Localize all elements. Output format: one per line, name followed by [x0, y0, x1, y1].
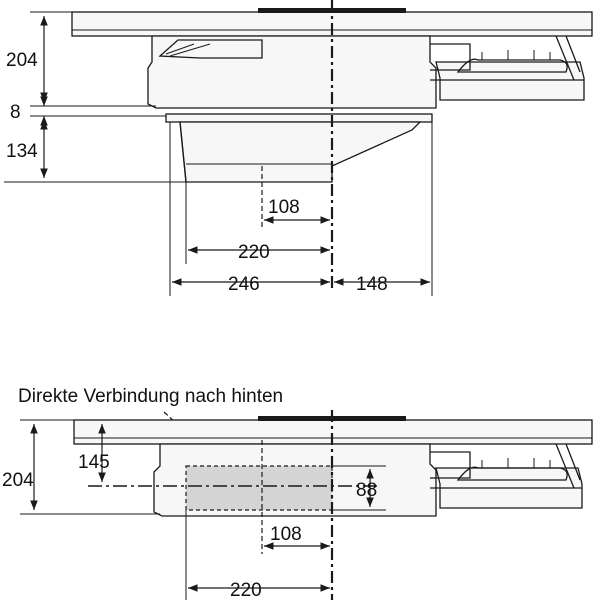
- top-view: 204 8 134 108 220 246 148: [4, 0, 593, 296]
- dim-220-label: 220: [238, 242, 270, 263]
- dim-220-label-2: 220: [230, 580, 262, 600]
- fan-housing: [147, 35, 437, 109]
- motor-box: [435, 61, 585, 101]
- duct-outlet: [179, 121, 422, 183]
- mounting-flange: [165, 113, 433, 123]
- dim-246-label: 246: [228, 274, 260, 295]
- motor-icon: [456, 58, 568, 73]
- dim-108-label-2: 108: [270, 524, 302, 545]
- dim-108-label: 108: [268, 197, 300, 218]
- motor-icon-2: [456, 466, 568, 481]
- dim-145-label: 145: [78, 452, 110, 473]
- bottom-view: Direkte Verbindung nach hinten 204: [2, 386, 593, 601]
- rear-opening: [185, 465, 333, 511]
- dim-148-label: 148: [356, 274, 388, 295]
- caption-direct-connection: Direkte Verbindung nach hinten: [18, 386, 283, 407]
- dim-8-label: 8: [10, 102, 21, 123]
- dim-204-label-2: 204: [2, 470, 34, 491]
- dim-204-label: 204: [6, 50, 38, 71]
- dim-134-label: 134: [6, 141, 38, 162]
- dim-88-label: 88: [356, 480, 377, 501]
